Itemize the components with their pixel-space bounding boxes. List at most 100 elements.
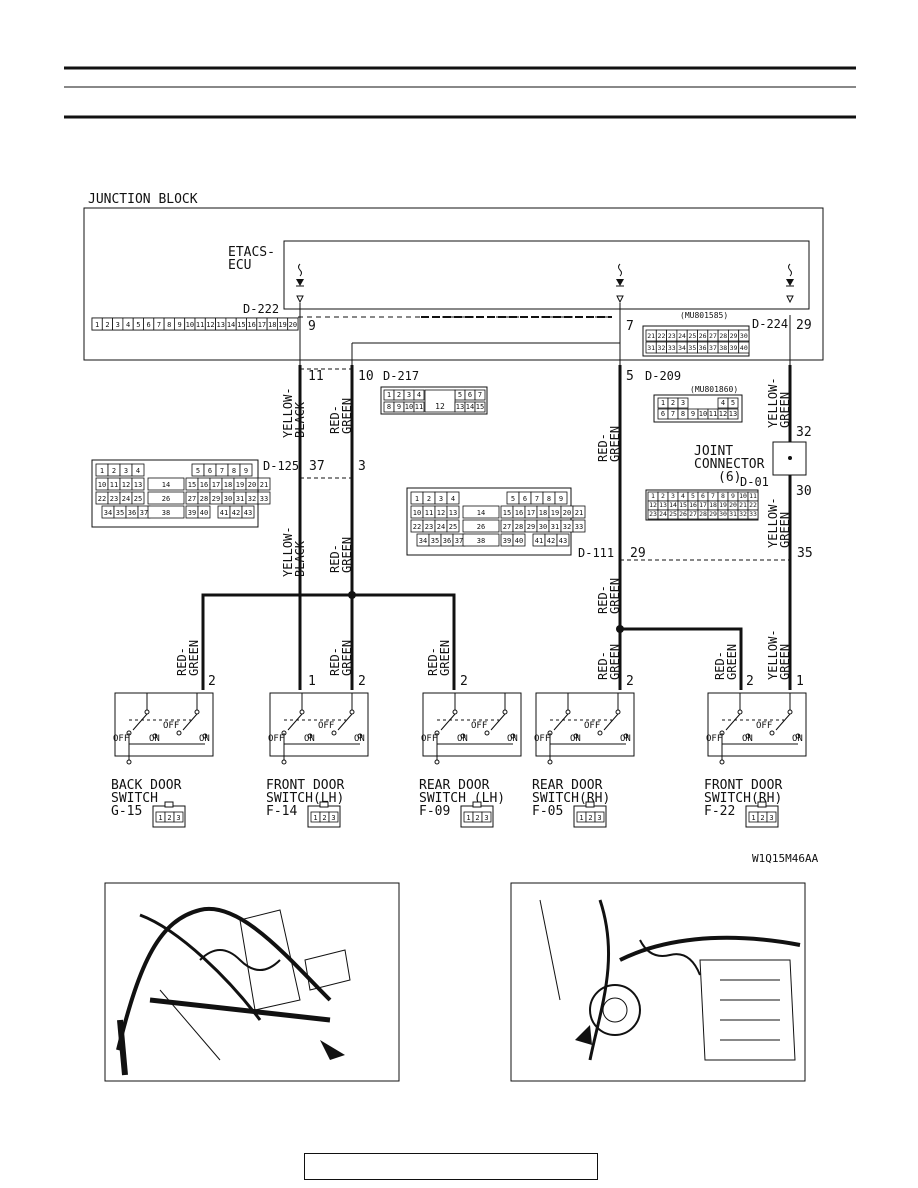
d125-pin-13: 13	[134, 481, 142, 489]
svg-text:RED-: RED-	[175, 647, 189, 676]
svg-text:GREEN: GREEN	[778, 392, 792, 428]
plug-pin-1: 1	[313, 814, 317, 822]
part-number-d224: (MU801585)	[680, 311, 728, 320]
d111-pin-1: 1	[415, 495, 419, 503]
d224-pin-30: 30	[740, 332, 748, 340]
d222-pin-3: 3	[116, 321, 120, 329]
d224-pin-24: 24	[678, 332, 686, 340]
d111-pin-3: 3	[439, 495, 443, 503]
d111-pin-25: 25	[449, 523, 457, 531]
switch-off-label: OFF	[421, 734, 437, 744]
pin-3: 3	[358, 459, 366, 474]
d111-pin-22: 22	[413, 523, 421, 531]
d111-pin-27: 27	[503, 523, 511, 531]
svg-text:BLACK: BLACK	[293, 540, 307, 577]
d125-pin-6: 6	[208, 467, 212, 475]
wire-label-front-rh: RED- GREEN	[713, 644, 739, 680]
d111-pin-39: 39	[503, 537, 511, 545]
switch-name-line1: REAR DOOR	[532, 778, 603, 793]
d125-pin-30: 30	[224, 495, 232, 503]
d209-pin-4: 4	[721, 399, 725, 407]
d209-pin-12: 12	[719, 410, 727, 418]
d111-pin-26: 26	[477, 523, 485, 531]
switch-off-label: OFF	[534, 734, 550, 744]
d111-pin-29: 29	[527, 523, 535, 531]
switch-name-line2: SWITCH	[111, 791, 158, 806]
d125-pin-25: 25	[134, 495, 142, 503]
d125-pin-43: 43	[244, 509, 252, 517]
d222-pin-19: 19	[278, 321, 286, 329]
splice-right	[616, 625, 624, 633]
d222-pin-10: 10	[186, 321, 194, 329]
wire-label-red-green-lower: RED- GREEN	[328, 537, 354, 573]
d224-pin-34: 34	[678, 344, 686, 352]
d111-pin-10: 10	[413, 509, 421, 517]
d01-pin-1: 1	[651, 492, 655, 500]
d209-pin-13: 13	[729, 410, 737, 418]
harness-photo-left	[104, 882, 400, 1082]
svg-text:RED-: RED-	[426, 647, 440, 676]
switch-off-label: OFF	[163, 721, 179, 731]
d209-pin-6: 6	[661, 410, 665, 418]
d217-pin-2: 2	[397, 391, 401, 399]
d222-pin-2: 2	[105, 321, 109, 329]
d01-pin-24: 24	[659, 510, 667, 518]
d01-pin-18: 18	[709, 501, 717, 509]
ecu-label-line1: ETACS-	[228, 245, 275, 260]
d209-pin-11: 11	[709, 410, 717, 418]
d125-pin-38: 38	[162, 509, 170, 517]
d217-pin-12: 12	[435, 402, 445, 411]
d01-pin-15: 15	[679, 501, 687, 509]
d125-pin-40: 40	[200, 509, 208, 517]
d125-pin-2: 2	[112, 467, 116, 475]
switch-on-label: ON	[149, 734, 160, 744]
switch-name-line1: BACK DOOR	[111, 778, 182, 793]
plug-pin-1: 1	[466, 814, 470, 822]
junction-block-box	[83, 207, 824, 361]
d224-pin-23: 23	[668, 332, 676, 340]
d217-pin-3: 3	[407, 391, 411, 399]
d217-pin-7: 7	[478, 391, 482, 399]
svg-text:RED-: RED-	[596, 433, 610, 462]
pin-7: 7	[626, 319, 634, 334]
wire-label-back-door: RED- GREEN	[175, 640, 201, 676]
d01-pin-31: 31	[729, 510, 737, 518]
svg-text:GREEN: GREEN	[187, 640, 201, 676]
connector-d217-label: D-217	[383, 369, 419, 383]
d111-pin-8: 8	[547, 495, 551, 503]
d01-pin-29: 29	[709, 510, 717, 518]
d125-pin-20: 20	[248, 481, 256, 489]
d224-pin-29: 29	[730, 332, 738, 340]
d222-pin-17: 17	[258, 321, 266, 329]
d125-pin-4: 4	[136, 467, 140, 475]
d209-pin-1: 1	[661, 399, 665, 407]
d224-pin-35: 35	[688, 344, 696, 352]
d111-pin-35: 35	[431, 537, 439, 545]
d01-pin-21: 21	[739, 501, 747, 509]
d125-pin-29: 29	[212, 495, 220, 503]
d125-pin-21: 21	[260, 481, 268, 489]
wire-label-red-green-rh-upper: RED- GREEN	[596, 426, 622, 462]
d111-pin-7: 7	[535, 495, 539, 503]
d209-pin-9: 9	[691, 410, 695, 418]
switch-on-label: ON	[199, 734, 210, 744]
d01-pin-23: 23	[649, 510, 657, 518]
connector-d125-label: D-125	[263, 459, 299, 473]
d01-pin-33: 33	[749, 510, 757, 518]
d125-pin-9: 9	[244, 467, 248, 475]
ecu-diode-mid	[616, 263, 624, 304]
d224-pin-26: 26	[699, 332, 707, 340]
joint-connector-label-1: JOINT	[694, 444, 733, 459]
plug-pin-2: 2	[760, 814, 764, 822]
svg-text:YELLOW-: YELLOW-	[766, 629, 780, 680]
pin-front-lh-2: 2	[358, 674, 366, 689]
d222-pin-7: 7	[157, 321, 161, 329]
switch-on-label: ON	[304, 734, 315, 744]
